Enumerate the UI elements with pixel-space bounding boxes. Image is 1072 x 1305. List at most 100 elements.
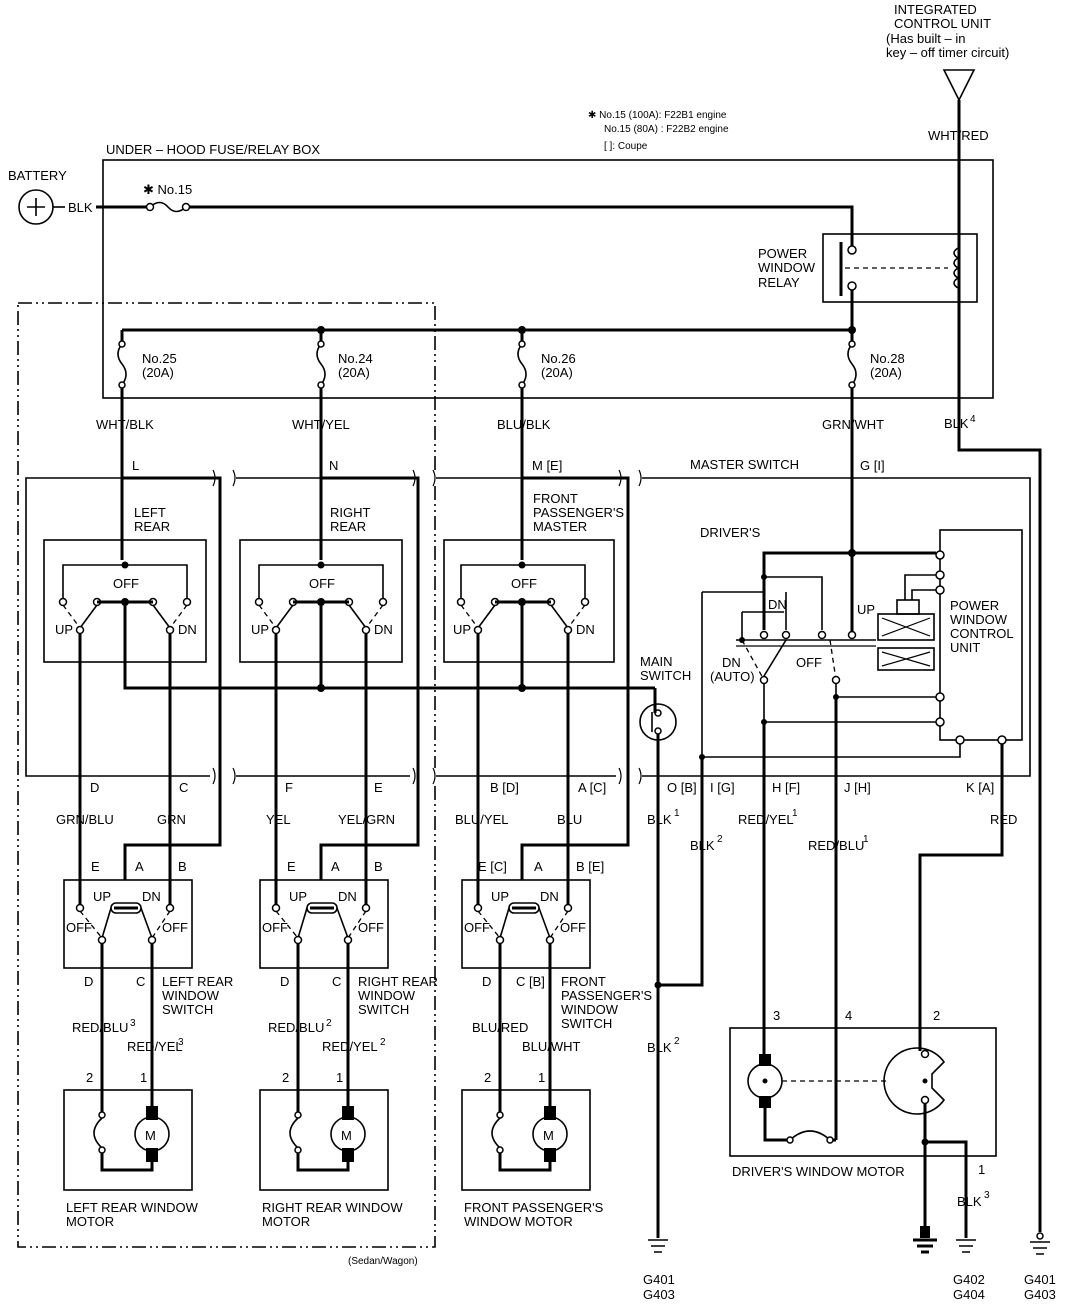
fuse-26-wire: BLU/BLK [497,417,551,432]
fuse-24: No.24 (20A) WHT/YEL [292,330,373,560]
ground-g401-g403-left: G401 G403 [643,1239,675,1302]
sedan-wagon-label: (Sedan/Wagon) [348,1256,418,1267]
ground-icon [913,1238,937,1254]
front-pass-label-2: PASSENGER'S [533,505,624,520]
mw-left-sup-0: 3 [130,1018,136,1029]
underhood-fuse-relay-box [102,159,994,399]
wire-red-blu-sup: 1 [863,834,869,845]
ws-pin-a: A [331,859,340,874]
fuse-25-name: No.25 [142,351,177,366]
ws-label-3: SWITCH [162,1002,213,1017]
off-label: OFF [113,576,139,591]
up-label: UP [453,622,471,637]
ws-up: UP [491,889,509,904]
ws-pin-a: A [534,859,543,874]
fuse-25-icon [117,343,127,386]
motor-label-1: LEFT REAR WINDOW [66,1200,199,1215]
motor-label-1: FRONT PASSENGER'S [464,1200,604,1215]
off-label: OFF [511,576,537,591]
fuse-25: No.25 (20A) WHT/BLK [96,330,177,560]
motor-box [63,1089,193,1191]
motor-box [259,1089,389,1191]
motor-wire-labels: RED/BLU 3 RED/YEL 3 RED/BLU 2 RED/YEL 2 … [72,1018,581,1054]
pin-M: M [E] [532,458,562,473]
ground-label-1: G401 [1024,1272,1056,1287]
icu-connector-icon [942,69,976,102]
master-switch-title: MASTER SWITCH [690,457,799,472]
dn-auto-label-2: (AUTO) [710,669,755,684]
ws-dn: DN [540,889,559,904]
underhood-box-label: UNDER – HOOD FUSE/RELAY BOX [106,142,320,157]
master-switch-outline [25,477,1031,777]
wire-grn: GRN [157,812,186,827]
relay-label-2: WINDOW [758,260,816,275]
mw-right-2: BLU/WHT [522,1039,581,1054]
pin-B: B [D] [490,780,519,795]
icu-label-4: key – off timer circuit) [886,45,1009,60]
circuit-breaker-icon [491,1117,501,1149]
ground-icon [1030,1241,1050,1255]
dm-pulser-icon [883,1047,946,1115]
dn-label: DN [178,622,197,637]
ws-label-1: RIGHT REAR [358,974,438,989]
front-passenger-master-switch: OFF UP DN [453,561,595,637]
front-pass-label-1: FRONT [533,491,578,506]
pin-E: E [374,780,383,795]
integrated-control-unit: INTEGRATED CONTROL UNIT (Has built – in … [886,2,1009,143]
dm-label: DRIVER'S WINDOW MOTOR [732,1164,905,1179]
up-label: UP [55,622,73,637]
left-rear-label-1: LEFT [134,505,166,520]
blk4-label: BLK [944,416,969,431]
fuse-28-rating: (20A) [870,365,902,380]
right-rear-window-motor: 2 1 M RIGHT REAR WINDOW MOTOR [259,1070,403,1229]
pin-L: L [132,458,139,473]
circuit-breaker-icon [93,1117,103,1149]
wire-red-blu: RED/BLU [808,838,864,853]
fuse-28: No.28 (20A) GRN/WHT [822,330,905,553]
master-common-bus [123,602,655,690]
mw-right-1: RED/YEL [322,1039,378,1054]
fuse-25-rating: (20A) [142,365,174,380]
wire-yel-grn: YEL/GRN [338,812,395,827]
blk2-superscript: 2 [674,1036,680,1047]
left-rear-window-motor: 2 1 M LEFT REAR WINDOW MOTOR [63,1070,199,1229]
mw-left-0: RED/BLU [72,1020,128,1035]
right-rear-label-1: RIGHT [330,505,371,520]
fuse-24-icon [316,343,326,386]
pin-O: O [B] [667,780,697,795]
blk4-superscript: 4 [970,414,976,425]
pin-A: A [C] [578,780,606,795]
pwcu-label-1: POWER [950,598,999,613]
ws-label-3: SWITCH [358,1002,409,1017]
relay-label-3: RELAY [758,275,800,290]
ws-pin-d: D [482,974,491,989]
ws-pin-b: B [178,859,187,874]
ws-pin-e: E [287,859,296,874]
motor-icon [532,1116,568,1152]
ws-off-right: OFF [358,920,384,935]
master-switch: MASTER SWITCH L N M [E] G [I] LEFT REAR … [25,457,1031,985]
pin-D: D [90,780,99,795]
ws-label-1: LEFT REAR [162,974,233,989]
blk3-superscript: 3 [984,1190,990,1201]
ground-chassis-driver [913,1142,937,1254]
pwcu-label-2: WINDOW [950,612,1008,627]
ws-box [461,879,591,969]
left-rear-label-2: REAR [134,519,170,534]
ws-off-right: OFF [560,920,586,935]
drivers-window-motor: 3 4 2 DRIVER'S WINDOW MOTOR 1 BLK 3 [729,1008,997,1238]
ws-label-4: SWITCH [561,1016,612,1031]
wire-blk2: BLK [690,838,715,853]
mw-right-sup-0: 3 [178,1037,184,1048]
mid-wire-labels: GRN/BLU GRN YEL YEL/GRN BLU/YEL BLU BLK … [56,808,1017,853]
motor-pin-1: 1 [336,1070,343,1085]
wire-yel: YEL [266,812,291,827]
pin-C: C [179,780,188,795]
pwcu-label-3: CONTROL [950,626,1014,641]
ground-label-1: G402 [953,1272,985,1287]
icu-label-3: (Has built – in [886,31,965,46]
driver-off-label: OFF [796,655,822,670]
ws-pin-d: D [84,974,93,989]
ws-box [63,879,193,969]
ws-pin-c: C [136,974,145,989]
